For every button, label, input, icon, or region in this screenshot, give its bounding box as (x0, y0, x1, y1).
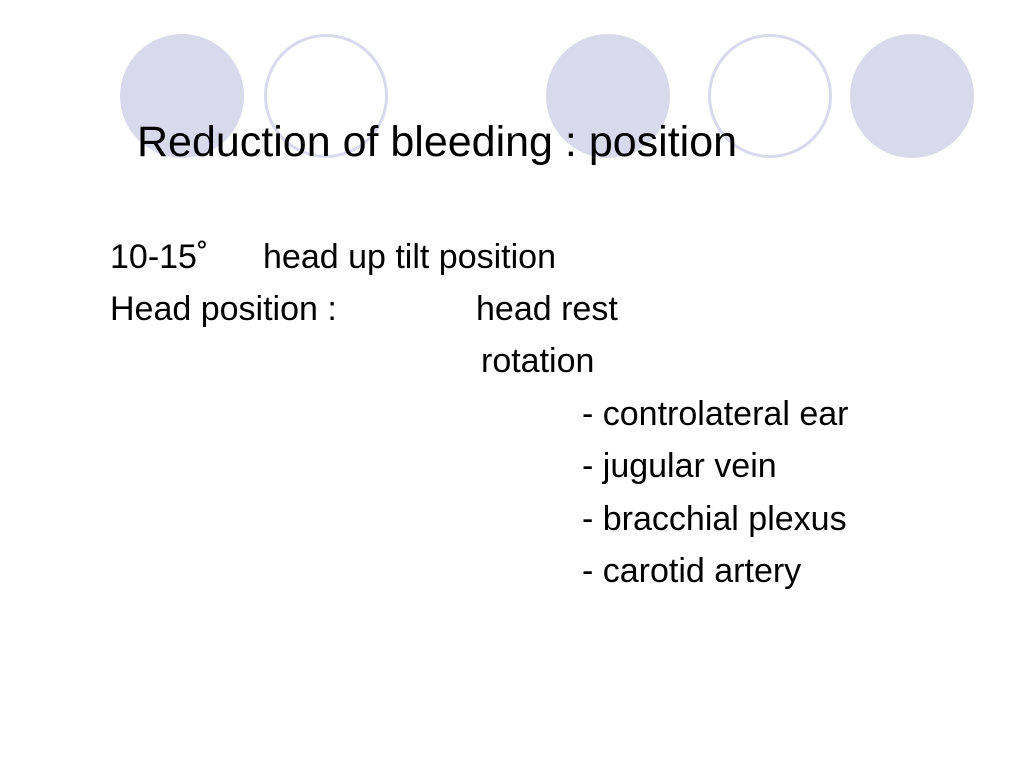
sub-bullet-carotid: - carotid artery (582, 552, 802, 590)
decor-circle-filled (850, 34, 974, 158)
decor-circle-filled (546, 34, 670, 158)
tilt-position-text: head up tilt position (263, 238, 556, 276)
sub-bullet-jugular: - jugular vein (582, 447, 777, 485)
sub-bullet-plexus: - bracchial plexus (582, 500, 847, 538)
tilt-angle: 10-15˚ (110, 238, 209, 276)
head-rest-item: head rest (476, 290, 618, 328)
decor-circle-outline (264, 34, 388, 158)
rotation-item: rotation (481, 342, 595, 380)
sub-bullet-ear: - controlateral ear (582, 395, 849, 433)
decor-circle-outline (708, 34, 832, 158)
decor-circle-filled (120, 34, 244, 158)
slide-title: Reduction of bleeding : position (137, 118, 738, 166)
head-position-label: Head position : (110, 290, 337, 328)
